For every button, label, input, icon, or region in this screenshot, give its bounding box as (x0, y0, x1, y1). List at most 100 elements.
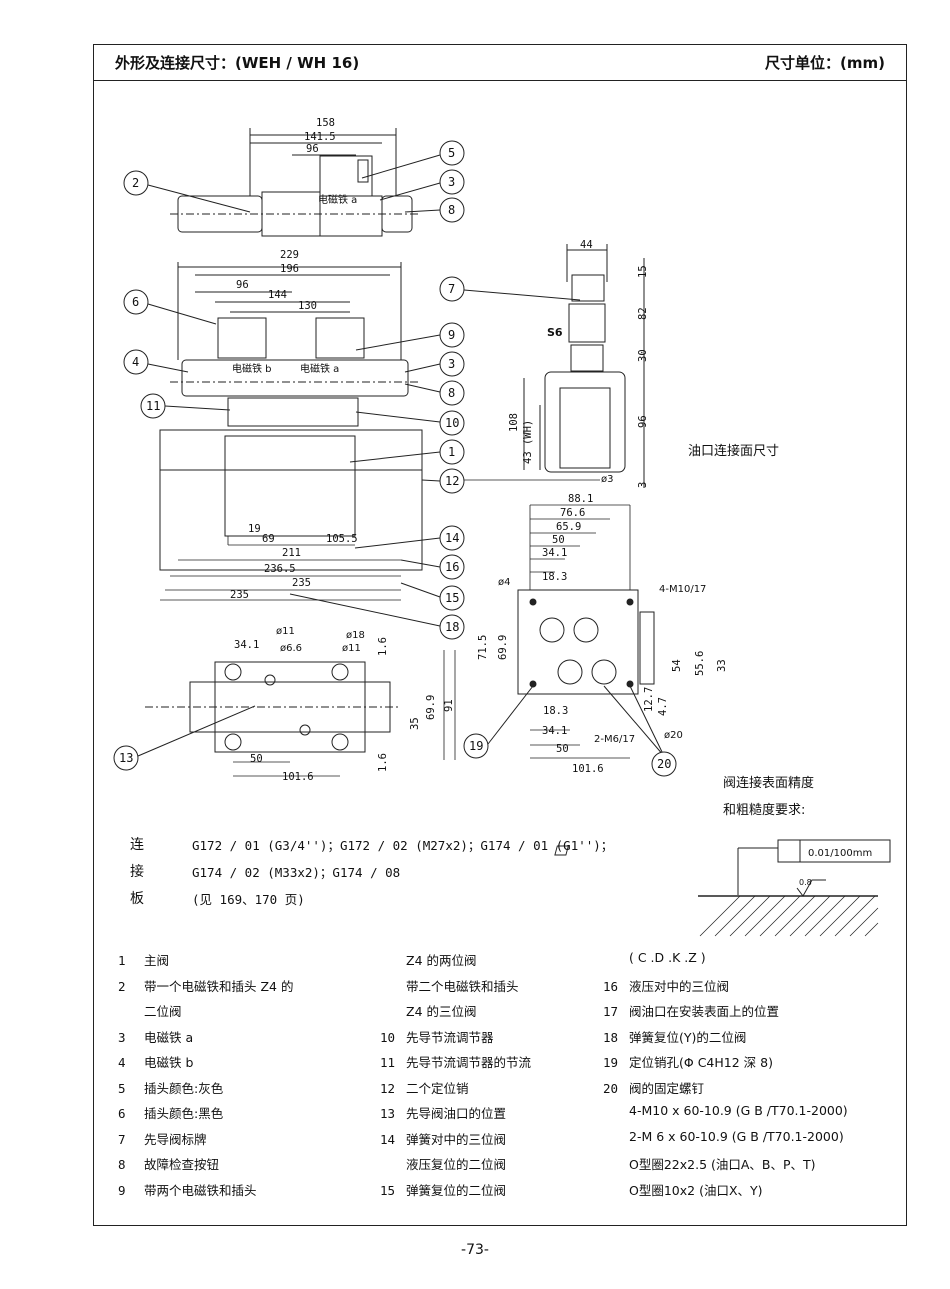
surface-requirement-line2: 和粗糙度要求: (723, 803, 806, 818)
legend-item: 3 电磁铁 a (118, 1027, 193, 1046)
svg-text:电磁铁 b: 电磁铁 b (232, 362, 272, 375)
legend-item: 15 弹簧复位的二位阀 (380, 1180, 506, 1199)
svg-text:101.6: 101.6 (282, 771, 314, 783)
legend-item-text: O型圈10x2 (油口X、Y) (629, 1182, 763, 1198)
svg-text:236.5: 236.5 (264, 563, 296, 575)
svg-text:88.1: 88.1 (568, 493, 593, 505)
subplate-line: (见 169、170 页) (192, 892, 305, 907)
svg-text:2-M6/17: 2-M6/17 (594, 734, 635, 745)
legend-item-number: 18 (603, 1029, 619, 1045)
svg-text:211: 211 (282, 547, 301, 559)
port-face-view (517, 504, 655, 759)
legend-item-text: 主阀 (144, 953, 170, 968)
svg-text:电磁铁 a: 电磁铁 a (318, 193, 357, 206)
legend-item-text: 电磁铁 a (144, 1029, 194, 1045)
legend-item: 带二个电磁铁和插头 (380, 976, 519, 995)
legend-item-text: 带二个电磁铁和插头 (406, 978, 519, 994)
svg-text:8: 8 (448, 386, 455, 400)
svg-text:34.1: 34.1 (542, 547, 567, 559)
svg-text:158: 158 (316, 117, 335, 129)
svg-text:1.6: 1.6 (377, 753, 389, 772)
side-view (523, 244, 645, 488)
legend-item-number: 3 (118, 1029, 126, 1045)
svg-text:ø18: ø18 (346, 630, 365, 641)
svg-text:96: 96 (637, 415, 649, 428)
svg-text:8: 8 (448, 203, 455, 217)
legend-item-number: 6 (118, 1106, 126, 1121)
svg-text:18: 18 (445, 620, 459, 634)
svg-text:71.5: 71.5 (477, 635, 489, 660)
svg-text:105.5: 105.5 (326, 533, 358, 545)
svg-text:10: 10 (445, 416, 459, 430)
svg-text:1: 1 (448, 445, 455, 459)
svg-text:82: 82 (637, 307, 649, 320)
legend-item-text: Z4 的两位阀 (406, 953, 477, 968)
svg-text:130: 130 (298, 300, 317, 312)
legend-item-number: 2 (118, 978, 126, 994)
legend-item-number: 17 (603, 1004, 619, 1019)
legend-item: ( C .D .K .Z ) (603, 950, 706, 965)
svg-text:4: 4 (132, 355, 139, 369)
svg-text:96: 96 (306, 143, 319, 155)
legend-item: 1 主阀 (118, 950, 169, 969)
svg-text:16: 16 (445, 560, 459, 574)
legend-item: 4-M10 x 60-10.9 (G B /T70.1-2000) (603, 1103, 848, 1118)
legend-item-number: 19 (603, 1055, 619, 1070)
legend-item: 二位阀 (118, 1001, 182, 1020)
legend-item-number: 4 (118, 1055, 126, 1070)
header-bar: 外形及连接尺寸：(WEH / WH 16) 尺寸单位：(mm) (93, 44, 907, 81)
legend-item-number: 10 (380, 1029, 396, 1045)
svg-text:ø20: ø20 (664, 730, 683, 741)
svg-text:11: 11 (146, 399, 160, 413)
port-face-caption: 油口连接面尺寸 (688, 444, 780, 459)
plan-view (145, 650, 456, 777)
svg-text:65.9: 65.9 (556, 521, 581, 533)
svg-text:55.6: 55.6 (694, 651, 706, 676)
svg-text:35: 35 (409, 717, 421, 730)
legend-item-number: 5 (118, 1080, 126, 1096)
legend-item-number: 7 (118, 1131, 126, 1147)
legend-item-number: 15 (380, 1182, 396, 1198)
svg-text:34.1: 34.1 (234, 639, 259, 651)
svg-text:235: 235 (292, 577, 311, 589)
svg-text:3: 3 (448, 175, 455, 189)
unit-label: 尺寸单位：(mm) (765, 54, 885, 72)
legend-item-text: 插头颜色:黑色 (144, 1106, 224, 1121)
legend-item-text: 阀油口在安装表面上的位置 (629, 1004, 780, 1019)
svg-text:44: 44 (580, 239, 593, 251)
svg-text:19: 19 (248, 523, 261, 535)
svg-text:50: 50 (552, 534, 565, 546)
svg-text:电磁铁 a: 电磁铁 a (300, 362, 339, 375)
legend-item-text: ( C .D .K .Z ) (629, 950, 706, 965)
legend-item-text: 弹簧复位的二位阀 (406, 1182, 507, 1198)
callouts: 2 5 3 8 6 4 11 9 3 8 10 1 12 7 14 16 15 … (113, 140, 677, 777)
svg-text:15: 15 (637, 265, 649, 278)
svg-text:20: 20 (657, 757, 671, 771)
svg-text:3: 3 (448, 357, 455, 371)
legend-item-text: 阀的固定螺钉 (629, 1080, 705, 1096)
svg-text:19: 19 (469, 739, 483, 753)
svg-text:34.1: 34.1 (542, 725, 567, 737)
svg-text:ø11: ø11 (276, 626, 295, 637)
svg-text:50: 50 (556, 743, 569, 755)
svg-text:4-M10/17: 4-M10/17 (659, 584, 706, 595)
front-view (159, 262, 423, 571)
top-view-single-solenoid (170, 128, 420, 237)
svg-text:69.9: 69.9 (425, 695, 437, 720)
legend-item-number: 1 (118, 953, 126, 968)
legend-item-text: 4-M10 x 60-10.9 (G B /T70.1-2000) (629, 1103, 848, 1118)
svg-text:15: 15 (445, 591, 459, 605)
legend-item-text: 二个定位销 (406, 1080, 469, 1096)
surface-requirement-line1: 阀连接表面精度 (723, 776, 815, 791)
svg-text:9: 9 (448, 328, 455, 342)
legend-item-text: 液压复位的二位阀 (406, 1157, 507, 1172)
